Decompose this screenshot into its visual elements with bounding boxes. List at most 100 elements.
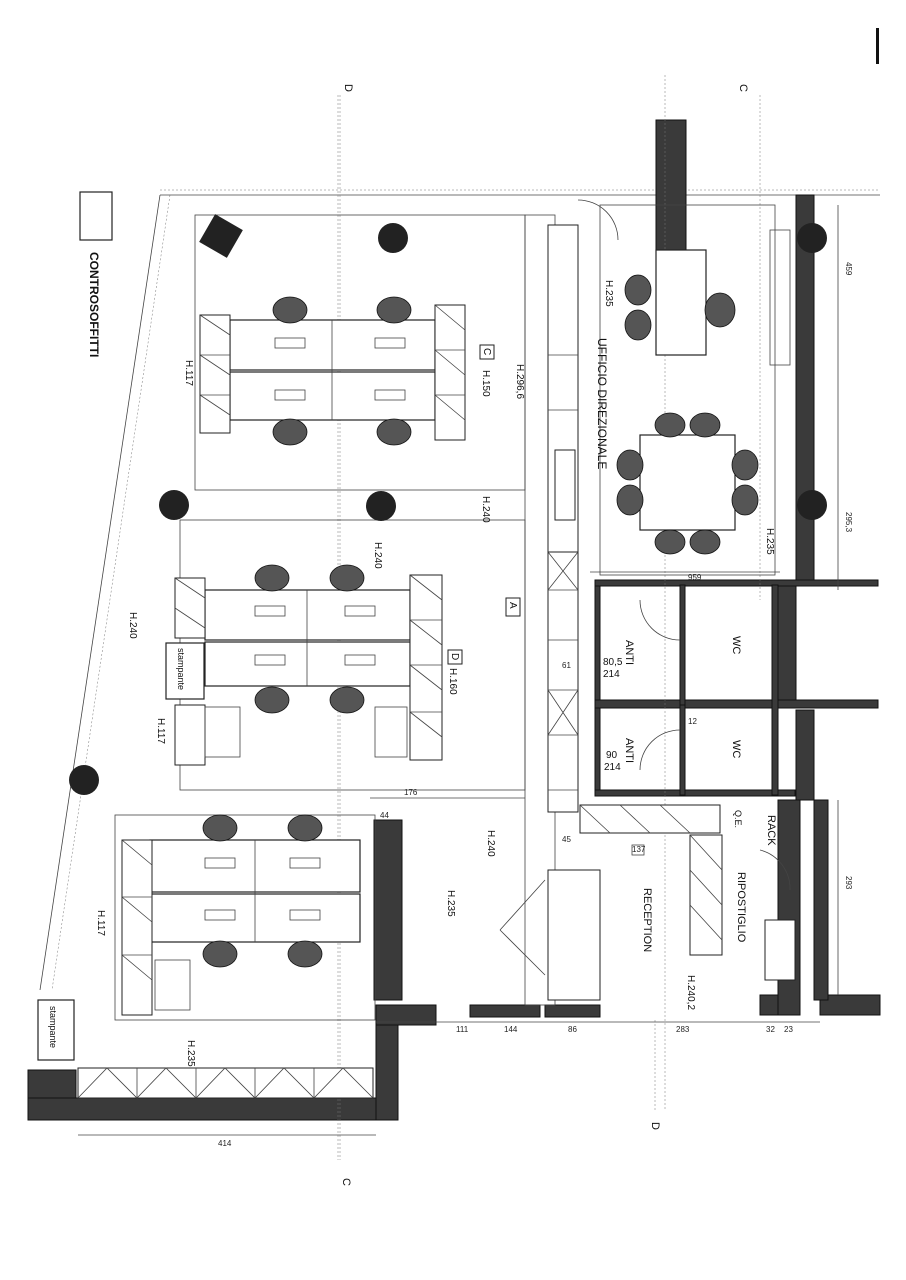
office-chair: [689, 412, 721, 438]
executive-chairs: [616, 274, 759, 555]
reception-furniture: [547, 804, 796, 1001]
door-size-anti-1-w: 80,5: [603, 657, 623, 668]
dimension-label: 295,3: [844, 512, 853, 533]
height-label: H.117: [183, 360, 194, 386]
door-size-anti-2-h: 214: [604, 762, 621, 773]
height-label: H.240: [485, 830, 496, 857]
room-label-ripostiglio: RIPOSTIGLIO: [735, 872, 747, 943]
office-chair: [654, 529, 686, 555]
office-chair: [616, 449, 644, 481]
dimension-label: 137: [632, 845, 646, 854]
room-label-reception: RECEPTION: [641, 888, 653, 952]
column: [797, 223, 827, 253]
room-label-rack: RACK: [765, 815, 777, 846]
zone-tag-box: [505, 597, 521, 617]
doors: [499, 199, 791, 976]
office-chairs-cluster-3: [202, 814, 323, 968]
height-label: H.117: [95, 910, 106, 936]
office-chair: [654, 412, 686, 438]
dimension-label: 293: [844, 876, 853, 890]
workstation-cluster-1: [199, 304, 466, 441]
building-outline: [27, 119, 881, 1121]
height-label: H.235: [603, 280, 614, 307]
office-chair: [254, 686, 290, 714]
zone-tag-d: D: [449, 653, 460, 660]
dimension-label: 414: [218, 1139, 232, 1148]
office-chair: [689, 529, 721, 555]
height-label: H.235: [445, 890, 456, 917]
dimension-lines: [78, 205, 839, 1136]
dimension-label: 23: [784, 1025, 793, 1034]
office-chair: [329, 686, 365, 714]
office-chair: [624, 309, 652, 341]
workstation-cluster-2: [165, 574, 443, 766]
office-chair: [329, 564, 365, 592]
dimension-label: 44: [380, 811, 389, 820]
door-size-anti-2-w: 90: [606, 750, 618, 761]
office-chair: [272, 296, 308, 324]
office-chair: [624, 274, 652, 306]
dimension-label: 45: [562, 835, 571, 844]
printer-box: [165, 642, 205, 700]
office-chairs-cluster-1: [272, 296, 412, 446]
columns: [69, 214, 827, 795]
zone-tag-box: [479, 344, 495, 360]
column: [159, 490, 189, 520]
dimension-label: 111: [456, 1025, 469, 1034]
height-label: H.240: [480, 496, 491, 523]
dimension-label: 61: [562, 661, 571, 670]
office-chair: [272, 418, 308, 446]
door-size-anti-1-h: 214: [603, 669, 620, 680]
dimension-label: 959: [688, 573, 702, 582]
office-chair: [287, 814, 323, 842]
zone-tag-box: [447, 649, 463, 665]
ceiling-zones: [114, 204, 776, 1021]
height-label: H.240: [372, 542, 383, 569]
height-label: H.150: [480, 370, 491, 397]
room-label-wc-2: WC: [730, 740, 742, 758]
printer-box: [37, 999, 75, 1061]
office-chair: [376, 418, 412, 446]
room-label-qe: Q.E.: [733, 810, 743, 828]
room-label-anti-2: ANTI: [623, 738, 635, 763]
dimension-label: 144: [504, 1025, 518, 1034]
room-label-wc-1: WC: [730, 636, 742, 654]
office-chair: [731, 449, 759, 481]
height-label: H.235: [764, 528, 775, 555]
dimension-label: 459: [844, 262, 853, 276]
office-chair: [704, 292, 736, 328]
height-label: H.235: [185, 1040, 196, 1067]
workstation-cluster-3: [37, 839, 374, 1099]
column: [69, 765, 99, 795]
zone-tag-a: A: [507, 602, 518, 609]
section-mark-c-top: C: [737, 84, 749, 92]
column: [366, 491, 396, 521]
dimension-label: 12: [688, 717, 697, 726]
office-chair: [202, 814, 238, 842]
column: [199, 214, 243, 258]
legend-label: CONTROSOFFITTI: [87, 252, 101, 357]
office-chair: [376, 296, 412, 324]
office-chair: [254, 564, 290, 592]
legend-swatch: [79, 191, 113, 241]
dimension-label: 283: [676, 1025, 690, 1034]
executive-office-furniture: [639, 229, 791, 531]
height-label: H.240: [127, 612, 138, 639]
section-mark-d-top: D: [342, 84, 354, 92]
office-chair: [202, 940, 238, 968]
dimension-label: 86: [568, 1025, 577, 1034]
printer-label-1: stampante: [176, 648, 186, 690]
office-chairs-cluster-2: [254, 564, 365, 714]
height-label: H.117: [155, 718, 166, 744]
height-label: H.296,6: [514, 364, 525, 399]
office-chair: [287, 940, 323, 968]
page-edge-mark: [876, 28, 879, 64]
office-chair: [616, 484, 644, 516]
column: [378, 223, 408, 253]
storage-wall: [547, 224, 579, 813]
printer-label-2: stampante: [48, 1006, 58, 1048]
height-label: H.160: [447, 668, 458, 695]
height-label: H.240,2: [685, 975, 696, 1010]
room-label-ufficio-direzionale: UFFICIO DIREZIONALE: [595, 338, 609, 469]
